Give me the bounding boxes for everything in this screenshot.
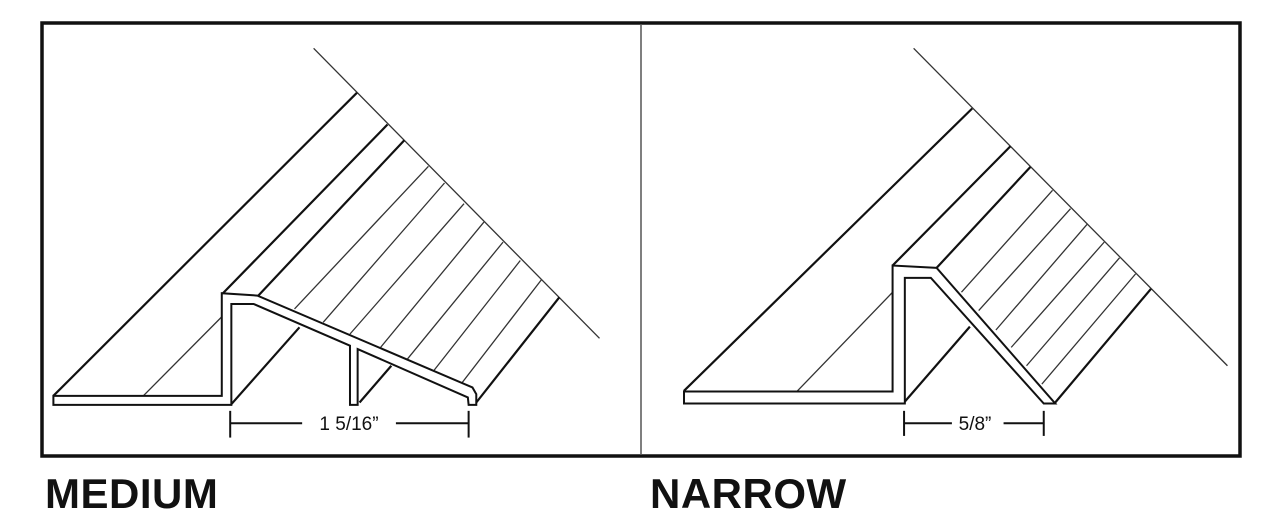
narrow-profile-drawing xyxy=(684,48,1227,436)
medium-dimension-label: 1 5/16” xyxy=(319,414,378,435)
diagram-frame xyxy=(40,21,1242,458)
medium-label: MEDIUM xyxy=(45,470,219,517)
narrow-label: NARROW xyxy=(650,470,847,517)
medium-profile-drawing xyxy=(53,48,599,437)
narrow-dimension-label: 5/8” xyxy=(959,414,992,435)
